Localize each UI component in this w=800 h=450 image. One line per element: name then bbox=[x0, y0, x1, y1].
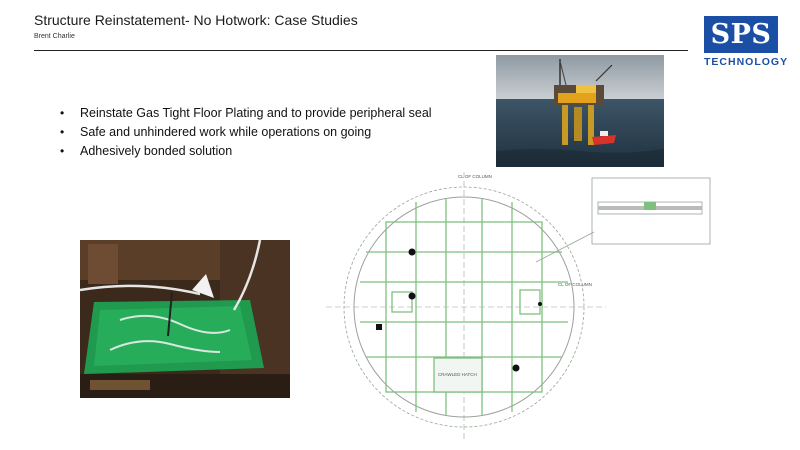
logo-mark: SPS bbox=[704, 16, 778, 53]
bullet-item: Adhesively bonded solution bbox=[58, 142, 432, 161]
author-name: Brent Charlie bbox=[34, 33, 75, 40]
title-divider bbox=[34, 50, 688, 51]
hatch-label: CRAWLED HATCH bbox=[438, 372, 477, 377]
bullet-item: Reinstate Gas Tight Floor Plating and to… bbox=[58, 104, 432, 123]
bullet-item: Safe and unhindered work while operation… bbox=[58, 123, 432, 142]
column-label-top: CL OF COLUMN bbox=[458, 174, 492, 179]
floor-plan-drawing: CL OF COLUMN CL OF COLUMN CRAWLED HATCH bbox=[326, 172, 711, 442]
repair-work-photo bbox=[80, 240, 290, 398]
bullet-list: Reinstate Gas Tight Floor Plating and to… bbox=[58, 104, 432, 161]
offshore-platform-photo bbox=[496, 55, 664, 167]
column-label-right: CL OF COLUMN bbox=[558, 282, 592, 287]
slide-title: Structure Reinstatement- No Hotwork: Cas… bbox=[34, 12, 358, 28]
sps-logo: SPS TECHNOLOGY bbox=[704, 16, 789, 70]
logo-subtext: TECHNOLOGY bbox=[704, 56, 789, 68]
